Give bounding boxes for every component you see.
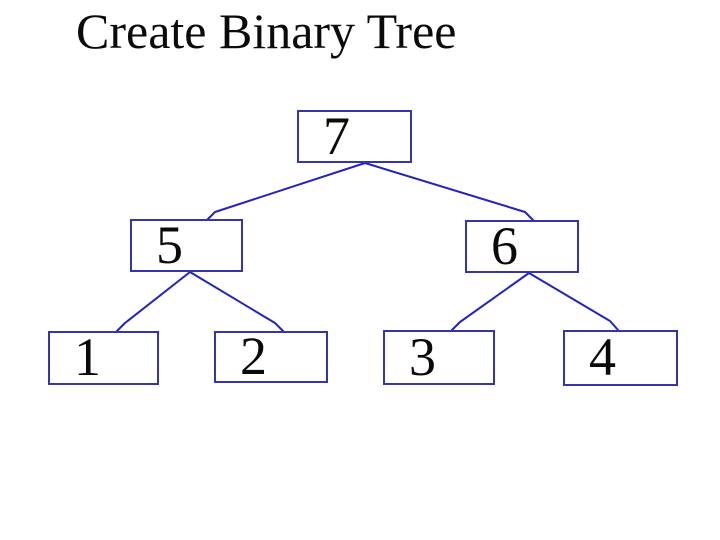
slide-title: Create Binary Tree <box>76 3 457 59</box>
edge-5-2 <box>189 271 284 332</box>
edge-5-1 <box>116 271 191 332</box>
tree-node-2-label: 2 <box>240 326 267 386</box>
edge-6-3 <box>451 272 530 331</box>
edge-6-4 <box>528 272 619 331</box>
tree-node-1: 1 <box>48 327 159 387</box>
tree-node-1-label: 1 <box>74 327 101 387</box>
tree-node-7: 7 <box>297 105 412 166</box>
tree-node-6-label: 6 <box>491 215 518 276</box>
tree-node-4-label: 4 <box>589 327 616 387</box>
tree-node-5: 5 <box>130 214 243 275</box>
tree-node-3: 3 <box>383 330 495 385</box>
tree-node-4: 4 <box>563 330 678 386</box>
edge-7-6 <box>364 162 534 221</box>
tree-node-3-label: 3 <box>409 326 436 387</box>
tree-node-6: 6 <box>465 215 579 276</box>
tree-node-5-label: 5 <box>156 214 183 275</box>
tree-node-2: 2 <box>214 326 328 386</box>
tree-node-7-label: 7 <box>323 105 350 166</box>
edge-7-5 <box>206 162 366 221</box>
